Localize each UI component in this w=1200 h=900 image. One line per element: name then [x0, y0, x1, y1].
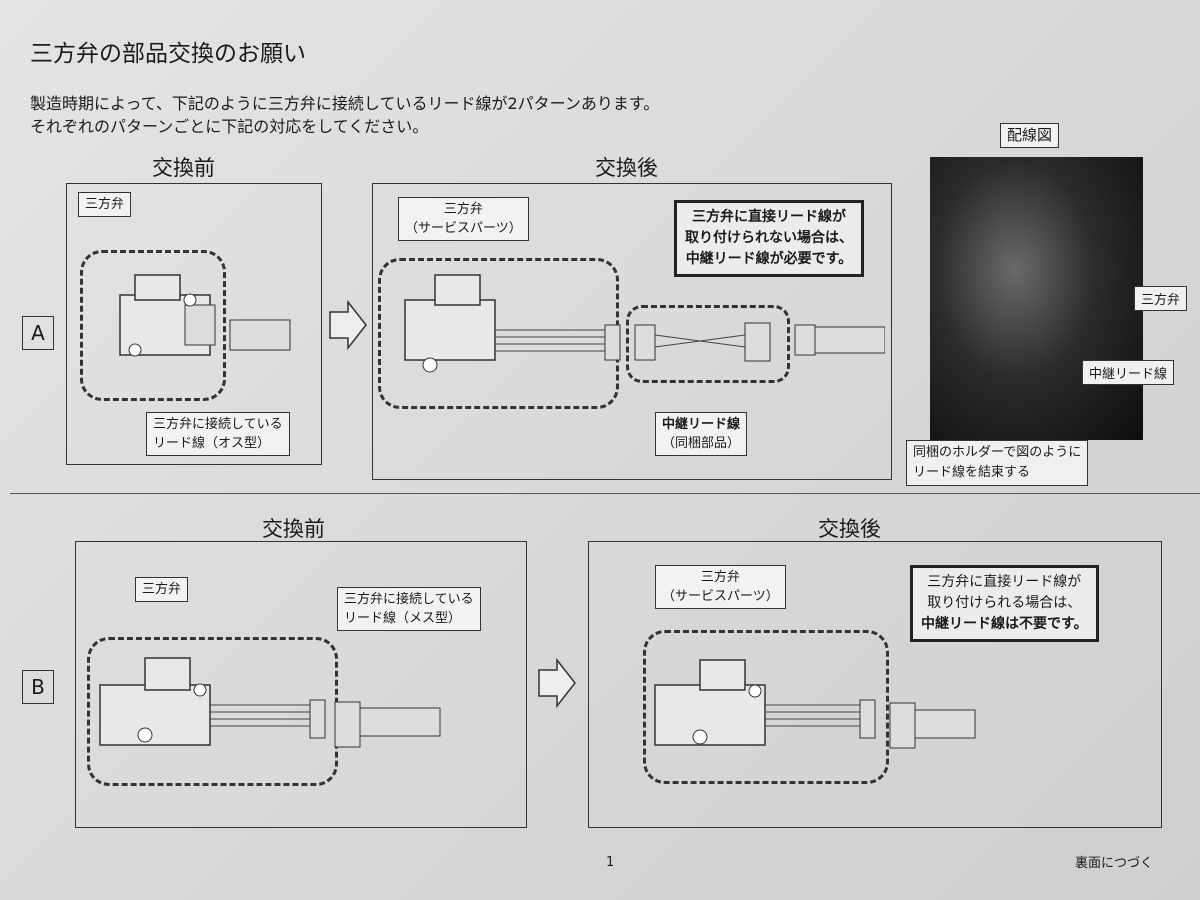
- section-divider: [10, 493, 1200, 494]
- a-after-header: 交換後: [595, 156, 658, 180]
- b-after-panel: [588, 541, 1162, 828]
- a-relay-label-line-1: 中継リード線: [662, 417, 741, 432]
- a-after-panel: [372, 183, 892, 480]
- a-before-lead-label-line-2: リード線（オス型）: [153, 436, 271, 451]
- intro-line-1: 製造時期によって、下記のように三方弁に接続しているリード線が2パターンあります。: [30, 94, 660, 113]
- b-before-valve-drawing: [99, 657, 441, 748]
- intro-line-2: それぞれのパターンごとに下記の対応をしてください。: [30, 117, 429, 136]
- a-after-valve-drawing: [404, 274, 885, 373]
- a-before-valve-drawing: [119, 274, 291, 357]
- a-before-valve-label: 三方弁: [78, 192, 132, 217]
- b-before-lead-label-line-1: 三方弁に接続している: [344, 592, 474, 607]
- a-notice-line-3: 中継リード線が必要です。: [685, 251, 853, 267]
- a-relay-label-line-2: （同梱部品）: [662, 436, 741, 451]
- wiring-photo: [930, 157, 1143, 440]
- a-after-valve-label: 三方弁 （サービスパーツ）: [398, 197, 529, 241]
- b-before-lead-label-line-2: リード線（メス型）: [344, 611, 462, 626]
- photo-caption-line-2: リード線を結束する: [913, 465, 1031, 480]
- pattern-b-letter: B: [22, 670, 54, 704]
- photo-valve-label: 三方弁: [1134, 286, 1188, 311]
- a-before-lead-label: 三方弁に接続している リード線（オス型）: [146, 412, 290, 456]
- a-notice-line-1: 三方弁に直接リード線が: [692, 209, 846, 225]
- b-after-valve-label-line-2: （サービスパーツ）: [662, 589, 779, 604]
- pattern-a-letter: A: [22, 316, 54, 350]
- b-after-valve-drawing: [654, 659, 976, 749]
- b-notice-box: 三方弁に直接リード線が 取り付けられる場合は、 中継リード線は不要です。: [910, 565, 1099, 642]
- page-number: 1: [606, 855, 615, 870]
- b-notice-line-1: 三方弁に直接リード線が: [927, 574, 1082, 590]
- photo-caption: 同梱のホルダーで図のように リード線を結束する: [906, 440, 1089, 486]
- continue-note: 裏面につづく: [1075, 856, 1154, 871]
- b-before-valve-label: 三方弁: [135, 577, 189, 602]
- a-notice-line-2: 取り付けられない場合は、: [685, 230, 853, 246]
- a-relay-label: 中継リード線 （同梱部品）: [655, 412, 748, 456]
- b-notice-line-3: 中継リード線は不要です。: [921, 616, 1088, 632]
- a-notice-box: 三方弁に直接リード線が 取り付けられない場合は、 中継リード線が必要です。: [674, 200, 864, 277]
- b-after-valve-highlight: [643, 630, 889, 784]
- b-after-header: 交換後: [818, 517, 881, 541]
- b-after-valve-label-line-1: 三方弁: [700, 570, 740, 585]
- photo-relay-label: 中継リード線: [1082, 360, 1175, 385]
- a-before-panel: [66, 183, 322, 465]
- b-arrow-icon: [538, 658, 576, 708]
- a-after-valve-label-line-1: 三方弁: [443, 202, 483, 217]
- b-notice-line-2: 取り付けられる場合は、: [927, 595, 1082, 611]
- a-before-lead-label-line-1: 三方弁に接続している: [153, 417, 283, 432]
- b-before-header: 交換前: [262, 517, 325, 541]
- a-relay-highlight: [626, 305, 790, 383]
- b-after-valve-label: 三方弁 （サービスパーツ）: [655, 565, 786, 609]
- a-after-valve-label-line-2: （サービスパーツ）: [405, 221, 522, 236]
- a-before-header: 交換前: [152, 156, 215, 180]
- wiring-diagram-header: 配線図: [1000, 123, 1060, 148]
- b-before-panel: [75, 541, 527, 828]
- a-arrow-icon: [329, 300, 367, 350]
- a-before-valve-highlight: [80, 250, 226, 401]
- photo-caption-line-1: 同梱のホルダーで図のように: [913, 445, 1082, 460]
- page-title: 三方弁の部品交換のお願い: [30, 41, 306, 67]
- b-before-lead-label: 三方弁に接続している リード線（メス型）: [337, 587, 481, 631]
